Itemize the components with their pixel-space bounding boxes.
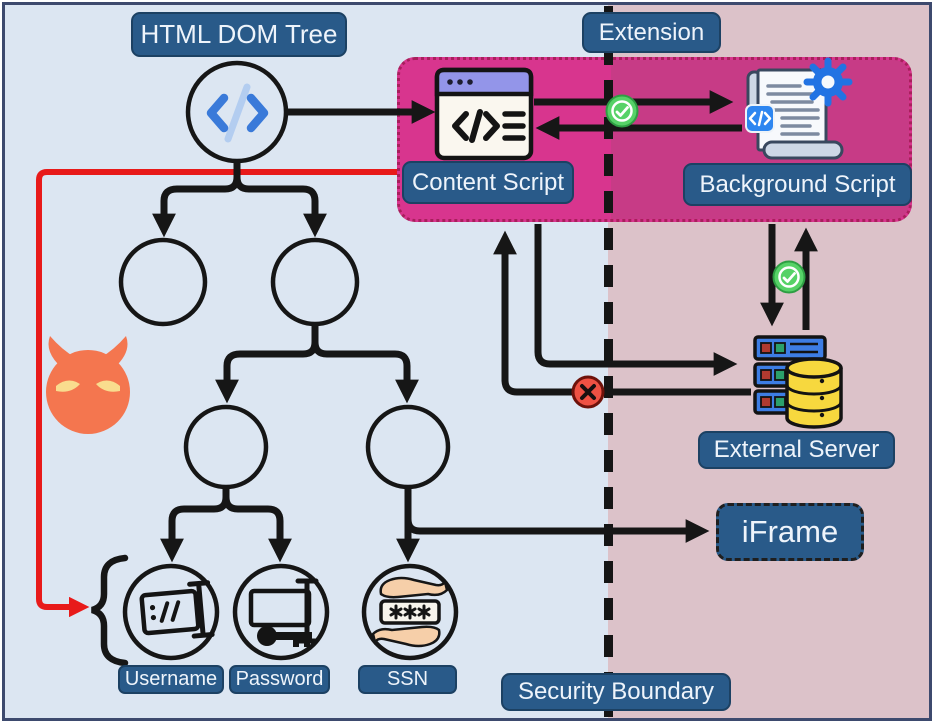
ssn-privacy-icon [371,576,449,648]
dom-tree-nodes [118,60,459,661]
allowed-check-icon [772,260,806,294]
security-boundary-label: Security Boundary [501,673,731,711]
password-label: Password [229,665,330,694]
database-cylinder-icon [785,357,843,429]
root-code-icon [206,83,269,143]
password-input-icon [248,578,319,647]
html-dom-tree-label: HTML DOM Tree [131,12,347,57]
message-flow-arrows [288,90,818,396]
code-badge-icon [745,104,775,133]
attack-path-red-line [36,169,397,618]
username-input-icon [139,580,215,639]
background-script-scroll-icon [745,57,853,160]
tree-node [118,237,208,327]
iframe-label: iFrame [716,503,864,561]
extension-label: Extension [582,12,721,53]
sensitive-fields-brace [91,554,129,667]
tree-node [270,237,360,327]
background-script-label: Background Script [683,163,912,206]
gear-icon [803,57,853,107]
tree-node [183,404,269,490]
blocked-x-icon [571,375,605,409]
dom-tree-edges [152,160,710,563]
devil-icon [46,336,130,434]
external-server-icon [753,335,843,429]
username-label: Username [118,665,224,694]
tree-node [365,404,451,490]
allowed-check-icon [605,94,639,128]
external-server-label: External Server [698,431,895,469]
content-script-label: Content Script [402,161,574,204]
ssn-label: SSN [358,665,457,694]
content-script-window-icon [434,67,534,161]
